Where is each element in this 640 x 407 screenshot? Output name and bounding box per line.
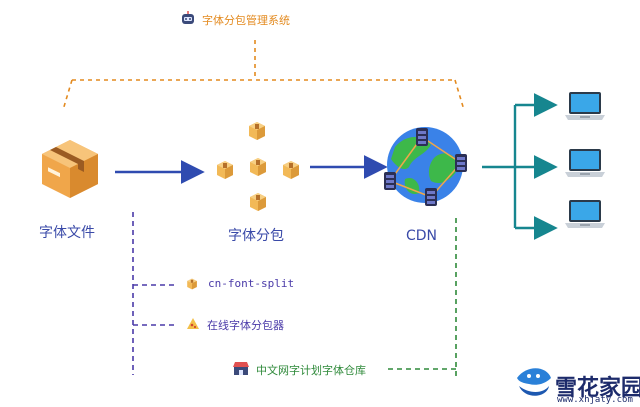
globe-servers-icon	[384, 127, 467, 206]
font-repo-link[interactable]: 中文网字计划字体仓库	[256, 364, 366, 377]
cdn-to-clients-connector	[482, 93, 558, 240]
repo-bracket	[388, 218, 457, 378]
laptop-icon	[565, 92, 605, 120]
system-title: 字体分包管理系统	[202, 14, 290, 27]
watermark-logo	[517, 368, 551, 396]
laptop-icon	[565, 200, 605, 228]
robot-icon	[182, 11, 194, 24]
package-box-icon	[42, 140, 98, 198]
small-boxes-icon	[217, 122, 299, 211]
cdn-label: CDN	[406, 228, 438, 244]
cn-font-split-link[interactable]: cn-font-split	[208, 277, 295, 290]
laptop-icon	[565, 149, 605, 177]
box-icon	[187, 278, 197, 290]
online-splitter-link[interactable]: 在线字体分包器	[207, 319, 284, 332]
font-split-label: 字体分包	[228, 228, 284, 244]
store-icon	[233, 362, 249, 375]
watermark-url: www.xhjaty.com	[557, 395, 633, 405]
watermark-title: 雪花家园	[555, 376, 640, 401]
font-file-label: 字体文件	[39, 225, 95, 241]
top-bracket	[62, 40, 465, 111]
tools-bracket	[132, 212, 175, 375]
pizza-icon	[187, 318, 199, 329]
